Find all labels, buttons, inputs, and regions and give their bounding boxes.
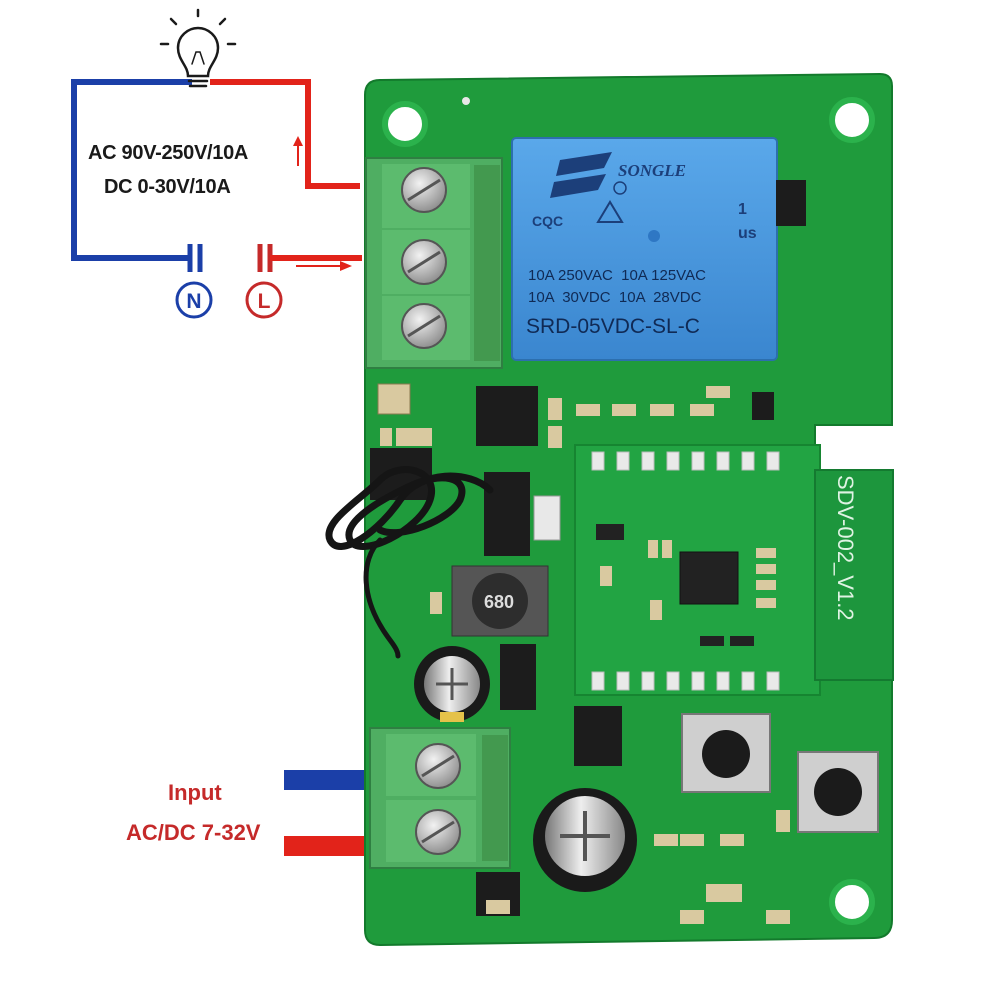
load-terminal-block <box>365 157 503 369</box>
antenna-coil <box>325 466 494 659</box>
load-rating-dc: DC 0-30V/10A <box>104 176 231 198</box>
input-title: Input <box>168 780 222 805</box>
relay-ul: us <box>738 225 757 242</box>
relay-brand: SONGLE <box>618 161 686 180</box>
push-button-1[interactable] <box>681 713 771 793</box>
input-wiring <box>284 770 364 856</box>
input-wire-red <box>284 836 364 856</box>
relay: SONGLE CQC 1 us 10A 250VAC 10A 125VAC 10… <box>511 137 778 361</box>
relay-rating-row-1: 10A 250VAC 10A 125VAC <box>528 267 706 284</box>
input-screw-1[interactable] <box>415 743 461 789</box>
rf-chip <box>596 524 776 646</box>
input-wire-blue <box>284 770 364 790</box>
live-terminal-marker: L <box>245 281 283 319</box>
relay-cert: CQC <box>532 213 563 229</box>
relay-rating-row-2: 10A 30VDC 10A 28VDC <box>528 289 702 306</box>
mount-hole-tr <box>829 97 875 143</box>
terminal-screw-2[interactable] <box>401 239 447 285</box>
push-button-2[interactable] <box>797 751 879 833</box>
large-capacitor <box>533 788 637 892</box>
crystal <box>377 383 411 415</box>
relay-ul-digit: 1 <box>738 201 747 218</box>
small-capacitor <box>414 646 490 722</box>
smd-passives <box>380 386 790 924</box>
diode <box>533 495 561 541</box>
live-terminal-label: L <box>258 290 271 313</box>
light-bulb-icon <box>159 8 237 88</box>
inductor: 680 <box>451 565 549 637</box>
relay-model: SRD-05VDC-SL-C <box>526 315 700 338</box>
load-wiring <box>71 79 362 272</box>
neutral-terminal-marker: N <box>175 281 213 319</box>
module-silkscreen: SDV-002_V1.2 <box>833 475 858 621</box>
live-wire-load <box>210 79 360 189</box>
load-rating-ac: AC 90V-250V/10A <box>88 142 249 164</box>
neutral-terminal-label: N <box>186 290 201 313</box>
terminal-screw-3[interactable] <box>401 303 447 349</box>
mount-hole-br <box>829 879 875 925</box>
input-voltage: AC/DC 7-32V <box>126 820 261 845</box>
inductor-code: 680 <box>484 592 514 612</box>
mount-hole-tl <box>382 101 428 147</box>
ic-chips <box>370 180 806 916</box>
terminal-screw-1[interactable] <box>401 167 447 213</box>
neutral-wire <box>71 79 192 261</box>
input-screw-2[interactable] <box>415 809 461 855</box>
module-pads <box>591 451 780 691</box>
